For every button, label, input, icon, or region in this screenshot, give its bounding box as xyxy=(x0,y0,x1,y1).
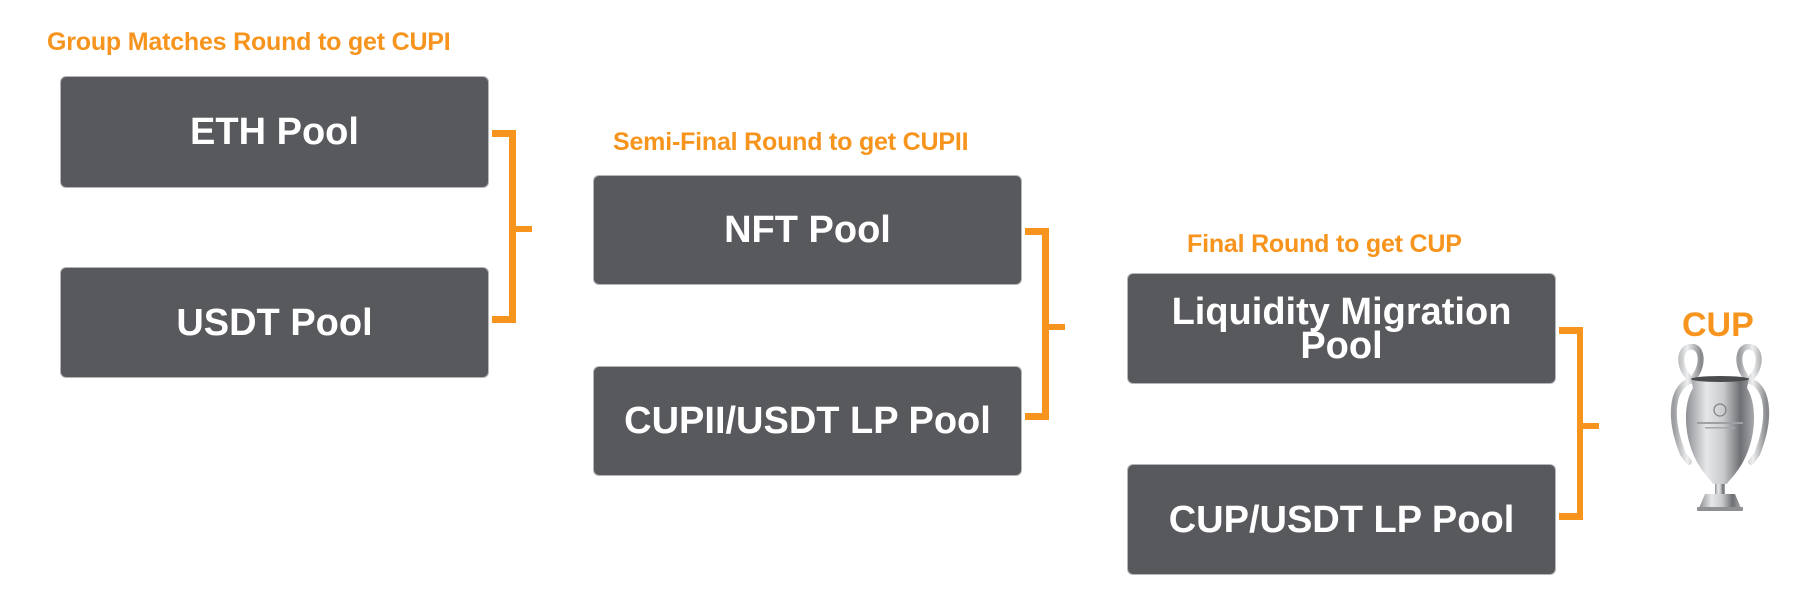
pool-label: CUPII/USDT LP Pool xyxy=(624,400,991,442)
pool-box-usdt: USDT Pool xyxy=(61,268,488,377)
trophy-icon xyxy=(1670,344,1770,511)
round-title-group-matches: Group Matches Round to get CUPI xyxy=(47,28,451,56)
pool-label: USDT Pool xyxy=(176,301,373,344)
round-title-semi-final: Semi-Final Round to get CUPII xyxy=(613,128,969,156)
pool-label: Liquidity Migration Pool xyxy=(1171,290,1512,367)
trophy-base xyxy=(1699,494,1741,508)
bracket-output-tick xyxy=(509,226,532,232)
round-title-final: Final Round to get CUP xyxy=(1187,230,1462,258)
bracket-output-tick xyxy=(1042,324,1065,330)
bracket-top-arm xyxy=(492,130,516,137)
bracket-bottom-arm xyxy=(1025,413,1049,420)
pool-box-cup-usdt-lp: CUP/USDT LP Pool xyxy=(1128,465,1555,574)
pool-box-nft: NFT Pool xyxy=(594,176,1021,284)
bracket-bottom-arm xyxy=(1559,513,1583,520)
pool-label: ETH Pool xyxy=(190,111,359,153)
bracket-top-arm xyxy=(1559,327,1583,334)
pool-box-liquidity-migration: Liquidity Migration Pool xyxy=(1128,274,1555,383)
bracket-output-tick xyxy=(1577,423,1599,429)
trophy-handle-left xyxy=(1670,344,1704,465)
pool-box-eth: ETH Pool xyxy=(61,77,488,187)
pool-label: NFT Pool xyxy=(724,209,891,251)
trophy-handle-right xyxy=(1736,344,1770,465)
pool-label: CUP/USDT LP Pool xyxy=(1168,498,1515,541)
trophy-body xyxy=(1685,378,1755,484)
bracket-bottom-arm xyxy=(492,316,516,323)
pool-box-cupii-usdt-lp: CUPII/USDT LP Pool xyxy=(594,367,1021,475)
bracket-top-arm xyxy=(1025,228,1049,235)
winner-label: CUP xyxy=(1682,306,1754,344)
